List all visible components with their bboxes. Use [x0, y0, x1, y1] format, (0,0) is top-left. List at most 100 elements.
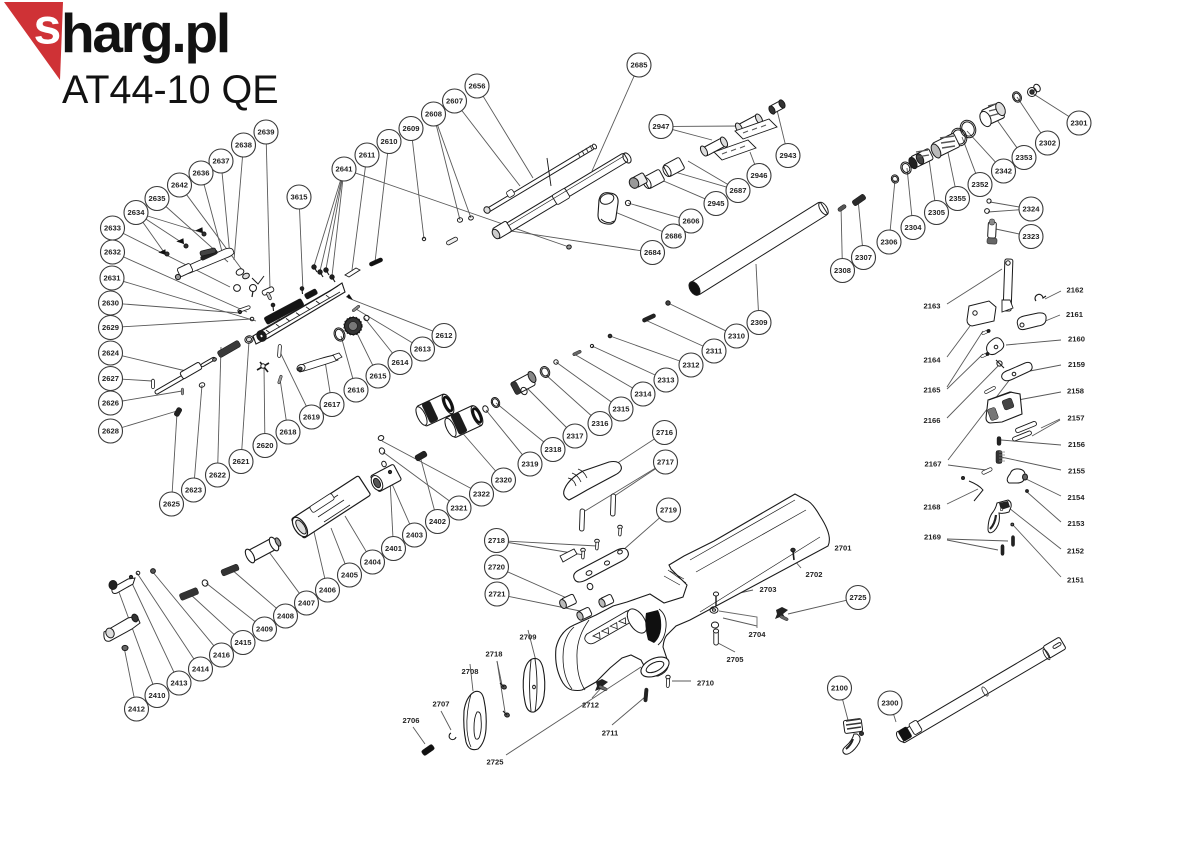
svg-text:2352: 2352: [972, 180, 989, 189]
svg-text:2622: 2622: [209, 471, 226, 480]
svg-text:2412: 2412: [128, 705, 145, 714]
svg-text:2301: 2301: [1071, 119, 1089, 128]
svg-text:s: s: [34, 0, 62, 55]
svg-text:2656: 2656: [469, 82, 486, 91]
svg-text:2609: 2609: [403, 124, 420, 133]
svg-text:2167: 2167: [925, 460, 942, 469]
svg-text:2407: 2407: [298, 599, 315, 608]
svg-text:2706: 2706: [403, 716, 420, 725]
svg-text:2309: 2309: [751, 318, 768, 327]
svg-text:2619: 2619: [303, 413, 320, 422]
svg-text:2414: 2414: [192, 665, 210, 674]
svg-text:2404: 2404: [364, 558, 382, 567]
svg-text:2168: 2168: [924, 503, 941, 512]
svg-text:2634: 2634: [128, 208, 146, 217]
svg-text:2156: 2156: [1068, 440, 1085, 449]
svg-text:2307: 2307: [855, 253, 872, 262]
svg-text:2353: 2353: [1016, 153, 1033, 162]
svg-text:2406: 2406: [319, 586, 336, 595]
svg-text:2415: 2415: [235, 638, 253, 647]
svg-text:2324: 2324: [1023, 205, 1041, 214]
svg-text:2100: 2100: [831, 684, 848, 693]
svg-text:2685: 2685: [631, 61, 649, 70]
svg-text:2155: 2155: [1068, 467, 1086, 476]
svg-text:2638: 2638: [235, 141, 252, 150]
svg-text:2718: 2718: [486, 650, 503, 659]
svg-text:2641: 2641: [336, 165, 354, 174]
svg-text:2169: 2169: [924, 533, 941, 542]
svg-text:2637: 2637: [213, 157, 230, 166]
svg-text:2606: 2606: [683, 217, 700, 226]
svg-text:2617: 2617: [324, 400, 341, 409]
svg-text:2305: 2305: [928, 208, 946, 217]
svg-text:2631: 2631: [104, 274, 122, 283]
svg-text:2313: 2313: [658, 376, 675, 385]
svg-text:2160: 2160: [1068, 335, 1085, 344]
svg-text:2639: 2639: [258, 128, 275, 137]
svg-text:2164: 2164: [924, 356, 942, 365]
svg-text:2151: 2151: [1067, 576, 1085, 585]
svg-text:2701: 2701: [835, 544, 853, 553]
svg-text:2304: 2304: [905, 223, 923, 232]
svg-text:2642: 2642: [171, 181, 188, 190]
svg-text:2607: 2607: [446, 97, 463, 106]
svg-text:2410: 2410: [149, 691, 166, 700]
svg-text:2718: 2718: [488, 536, 505, 545]
svg-text:2616: 2616: [348, 386, 365, 395]
svg-text:2300: 2300: [882, 699, 899, 708]
svg-text:2409: 2409: [256, 625, 273, 634]
svg-text:2707: 2707: [433, 700, 450, 709]
svg-text:2161: 2161: [1066, 310, 1084, 319]
svg-text:2620: 2620: [257, 441, 274, 450]
svg-text:2608: 2608: [425, 110, 442, 119]
svg-text:2613: 2613: [414, 345, 431, 354]
svg-text:2321: 2321: [451, 504, 469, 513]
svg-text:2711: 2711: [602, 729, 619, 738]
svg-text:2154: 2154: [1068, 493, 1086, 502]
svg-text:2947: 2947: [653, 122, 670, 131]
svg-text:2625: 2625: [163, 500, 181, 509]
svg-text:2408: 2408: [277, 612, 294, 621]
svg-text:2310: 2310: [728, 332, 745, 341]
svg-text:2163: 2163: [924, 302, 941, 311]
svg-text:2157: 2157: [1068, 414, 1085, 423]
svg-text:2943: 2943: [780, 151, 797, 160]
svg-text:harg.pl: harg.pl: [61, 2, 229, 64]
svg-text:2684: 2684: [644, 248, 662, 257]
svg-text:2708: 2708: [462, 667, 479, 676]
svg-text:2413: 2413: [171, 679, 188, 688]
svg-text:2725: 2725: [487, 758, 505, 767]
svg-text:2312: 2312: [683, 361, 700, 370]
svg-text:2627: 2627: [102, 374, 119, 383]
svg-text:2166: 2166: [924, 416, 941, 425]
svg-text:2162: 2162: [1067, 286, 1084, 295]
svg-text:2946: 2946: [751, 171, 768, 180]
svg-text:2355: 2355: [949, 194, 967, 203]
svg-text:2623: 2623: [185, 486, 202, 495]
svg-text:2323: 2323: [1023, 232, 1040, 241]
svg-text:2618: 2618: [280, 428, 297, 437]
svg-text:2316: 2316: [592, 419, 609, 428]
svg-text:2322: 2322: [473, 490, 490, 499]
svg-text:2308: 2308: [834, 266, 851, 275]
svg-text:2159: 2159: [1068, 360, 1085, 369]
svg-text:2686: 2686: [665, 232, 682, 241]
svg-text:2153: 2153: [1068, 519, 1085, 528]
svg-text:2630: 2630: [102, 299, 119, 308]
svg-text:2633: 2633: [104, 224, 121, 233]
svg-text:2704: 2704: [749, 630, 767, 639]
svg-text:2342: 2342: [995, 167, 1012, 176]
svg-text:2716: 2716: [656, 428, 673, 437]
svg-text:2717: 2717: [657, 458, 674, 467]
svg-text:2311: 2311: [706, 347, 723, 356]
svg-text:2636: 2636: [193, 169, 210, 178]
svg-text:3615: 3615: [291, 193, 309, 202]
svg-text:2719: 2719: [660, 506, 677, 515]
svg-text:2705: 2705: [727, 655, 745, 664]
svg-text:2318: 2318: [545, 445, 562, 454]
svg-text:2315: 2315: [613, 405, 631, 414]
svg-text:2712: 2712: [582, 701, 599, 710]
svg-text:2306: 2306: [881, 238, 898, 247]
svg-text:2632: 2632: [104, 248, 121, 257]
svg-text:2314: 2314: [635, 390, 653, 399]
